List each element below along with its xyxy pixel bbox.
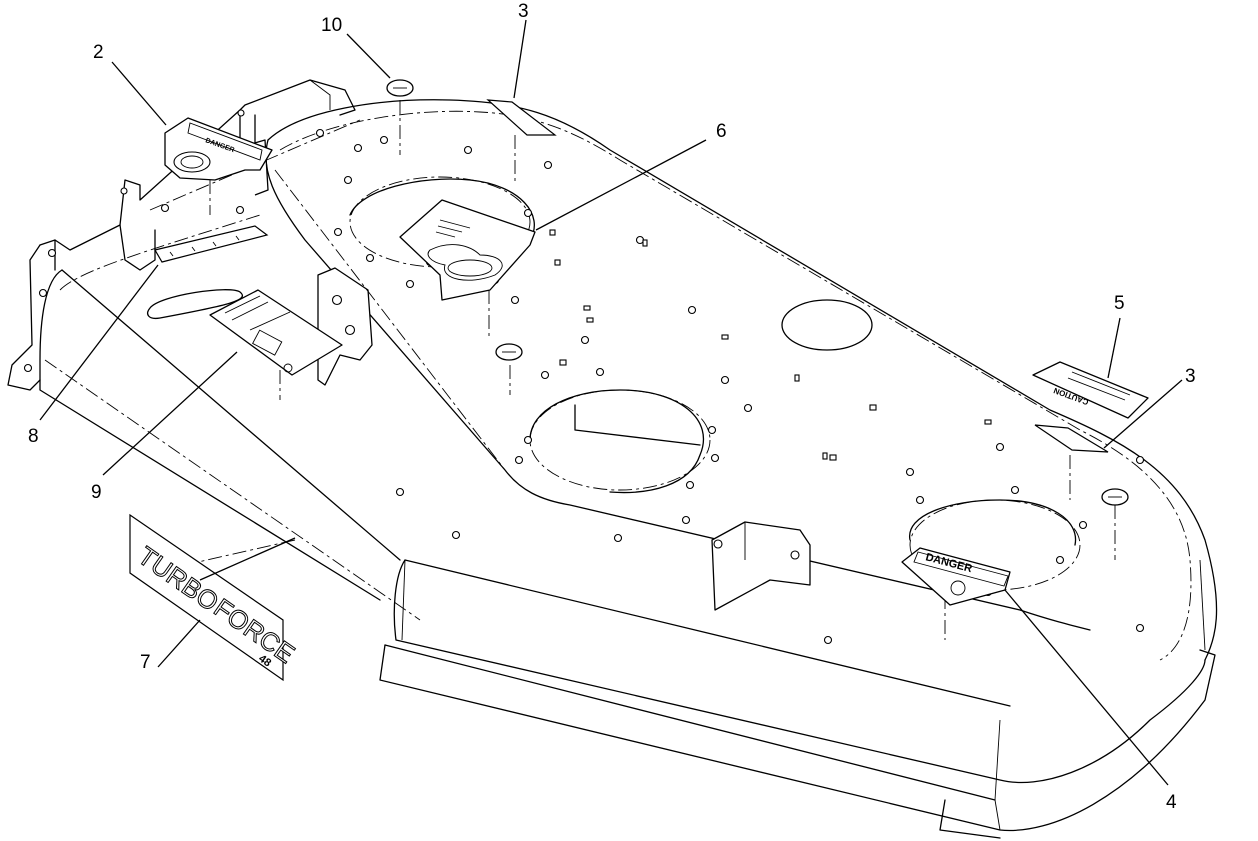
decal-7-size: 48 (256, 653, 273, 670)
callout-7: 7 (140, 652, 151, 673)
decal-4-danger-label: DANGER (901, 547, 1011, 606)
callout-8: 8 (28, 426, 39, 447)
plug-10 (386, 79, 1129, 506)
deck-body (7, 79, 1218, 839)
callout-10: 10 (321, 15, 342, 36)
decal-2-danger-shield: DANGER (164, 117, 273, 181)
callout-3-right: 3 (1185, 366, 1196, 387)
decal-7-turbo-force: TURBO FORCE 48 (129, 513, 301, 682)
decal-3-strip-top (486, 99, 557, 136)
callout-4: 4 (1166, 792, 1177, 813)
deck-openings (349, 178, 1077, 546)
decal-9-info-label (209, 289, 343, 376)
decal-3-strip-right (1034, 424, 1109, 453)
callout-6: 6 (716, 121, 727, 142)
leader-lines (39, 19, 1183, 786)
callouts: 2 10 3 6 5 3 8 9 7 4 (28, 1, 1196, 813)
callout-9: 9 (91, 482, 102, 503)
decal-6-spindle-plate (399, 199, 536, 301)
callout-2: 2 (93, 42, 104, 63)
callout-3-top: 3 (518, 1, 529, 22)
callout-5: 5 (1114, 293, 1125, 314)
decal-8-height-strip (154, 225, 269, 263)
